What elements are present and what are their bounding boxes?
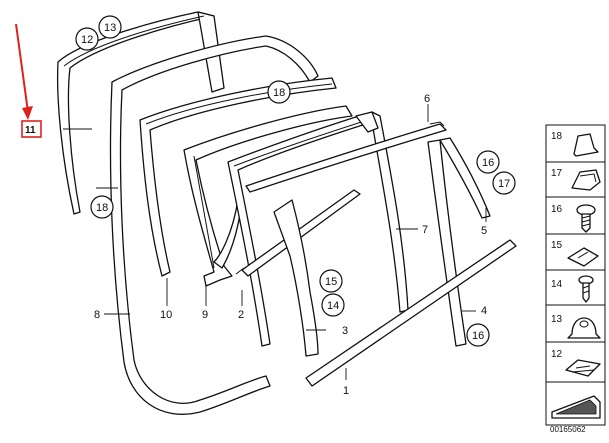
- clip-icon: [573, 133, 599, 157]
- label-part-11: 11: [25, 125, 36, 136]
- callout-17-text: 17: [498, 178, 510, 190]
- diagram-reference-number: 00165062: [550, 425, 586, 434]
- label-part-6: 6: [424, 93, 430, 105]
- part-1-belt-moulding: [305, 239, 517, 387]
- callout-16-bottom: 16: [466, 323, 490, 347]
- panel-label-14: 14: [551, 279, 563, 290]
- nut-clip-icon: [567, 247, 599, 267]
- panel-label-18: 18: [551, 131, 563, 142]
- small-parts-panel: 18 17 16 15 14 13: [545, 124, 606, 434]
- callout-18-top: 18: [267, 80, 291, 104]
- label-part-8: 8: [94, 309, 100, 321]
- callout-14: 14: [321, 293, 345, 317]
- panel-label-13: 13: [551, 314, 563, 325]
- panel-item-16: 16: [551, 204, 596, 233]
- part-6-top-strip: [245, 121, 447, 193]
- part-2-window-frame: [227, 111, 409, 347]
- label-part-3: 3: [342, 325, 348, 337]
- label-part-2: 2: [238, 309, 244, 321]
- callout-17: 17: [492, 171, 516, 195]
- panel-item-15: 15: [551, 240, 599, 267]
- callout-16-top: 16: [476, 150, 500, 174]
- label-part-1: 1: [343, 385, 349, 397]
- label-part-7: 7: [422, 224, 428, 236]
- part-4-window-run: [427, 139, 467, 347]
- panel-item-18: 18: [551, 131, 599, 157]
- part-7-trim-strip: [235, 189, 361, 277]
- callout-13: 13: [98, 15, 122, 39]
- callout-13-text: 13: [104, 22, 116, 34]
- label-part-9: 9: [202, 309, 208, 321]
- callout-15: 15: [319, 269, 343, 293]
- label-part-5: 5: [481, 225, 487, 237]
- callout-bubbles: 12 13 18 18 15 14 16 17: [75, 15, 516, 347]
- panel-label-15: 15: [551, 240, 563, 251]
- highlight-part-11: 11: [15, 23, 42, 138]
- bracket-clip-icon: [571, 169, 601, 191]
- callout-12: 12: [75, 27, 99, 51]
- panel-item-17: 17: [551, 168, 601, 191]
- callout-18-left-text: 18: [96, 202, 108, 214]
- part-10-channel: [139, 77, 337, 277]
- panel-label-17: 17: [551, 168, 563, 179]
- callout-12-text: 12: [81, 34, 93, 46]
- panel-label-12: 12: [551, 349, 563, 360]
- plug-clip-icon: [567, 317, 601, 339]
- leader-lines: [63, 104, 487, 380]
- panel-item-12: 12: [551, 349, 601, 377]
- callout-18-left: 18: [90, 195, 114, 219]
- part-5-window-strip: [439, 137, 491, 219]
- callout-16-top-text: 16: [482, 157, 494, 169]
- callout-16-bottom-text: 16: [472, 330, 484, 342]
- callout-18-top-text: 18: [273, 87, 285, 99]
- callout-14-text: 14: [327, 300, 339, 312]
- panel-item-13: 13: [551, 314, 601, 339]
- label-part-10: 10: [160, 309, 172, 321]
- part-8-door-seal: [109, 35, 319, 415]
- callout-15-text: 15: [325, 276, 337, 288]
- label-part-4: 4: [481, 305, 487, 317]
- panel-label-16: 16: [551, 204, 563, 215]
- panel-item-14: 14: [551, 275, 594, 303]
- part-3-pillar-cover: [273, 199, 319, 357]
- panel-item-wedge: [551, 395, 601, 419]
- part-labels: 1 2 3 4 5 6 7 8 9 10: [94, 93, 487, 397]
